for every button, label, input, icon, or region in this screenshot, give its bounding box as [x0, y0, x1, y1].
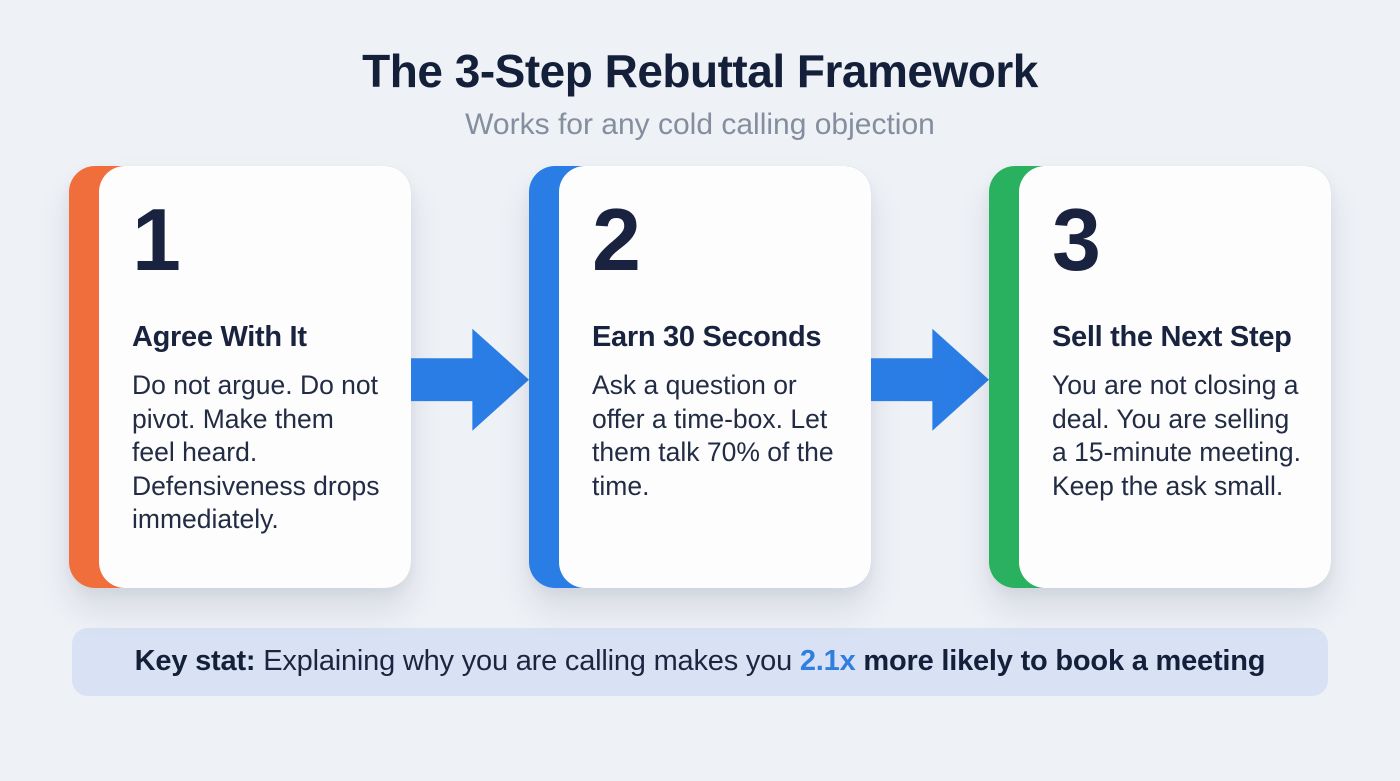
page-subtitle: Works for any cold calling objection	[465, 108, 935, 142]
step-1-number: 1	[132, 189, 181, 289]
key-stat-text: Key stat: Explaining why you are calling…	[135, 645, 1266, 678]
key-stat-after: more likely to book a meeting	[863, 645, 1266, 678]
step-2-heading: Earn 30 Seconds	[592, 321, 822, 354]
step-1-heading: Agree With It	[132, 321, 307, 354]
step-3-description: You are not closing a deal. You are sell…	[1052, 370, 1301, 501]
step-2-card-body: 2 Earn 30 Seconds Ask a question or offe…	[559, 165, 871, 588]
step-1-description: Do not argue. Do not pivot. Make them fe…	[132, 370, 380, 535]
key-stat-before: Explaining why you are calling makes you	[263, 645, 793, 678]
key-stat-banner: Key stat: Explaining why you are calling…	[72, 627, 1328, 696]
step-card-2: 2 Earn 30 Seconds Ask a question or offe…	[529, 165, 871, 588]
key-stat-highlight: 2.1x	[799, 645, 856, 678]
step-3-number: 3	[1052, 189, 1101, 289]
arrow-right-icon	[871, 328, 989, 431]
step-card-3: 3 Sell the Next Step You are not closing…	[989, 165, 1331, 588]
steps-row: 1 Agree With It Do not argue. Do not piv…	[69, 165, 1331, 588]
key-stat-label: Key stat:	[134, 645, 256, 678]
step-1-card-body: 1 Agree With It Do not argue. Do not piv…	[99, 165, 411, 588]
arrow-right-icon	[411, 328, 529, 431]
step-2-number: 2	[592, 189, 641, 289]
step-card-1: 1 Agree With It Do not argue. Do not piv…	[69, 165, 411, 588]
step-3-card-body: 3 Sell the Next Step You are not closing…	[1019, 165, 1331, 588]
page-title: The 3-Step Rebuttal Framework	[362, 45, 1038, 97]
step-3-heading: Sell the Next Step	[1052, 321, 1292, 354]
header: The 3-Step Rebuttal Framework Works for …	[0, 0, 1400, 144]
step-2-description: Ask a question or offer a time-box. Let …	[592, 370, 834, 501]
